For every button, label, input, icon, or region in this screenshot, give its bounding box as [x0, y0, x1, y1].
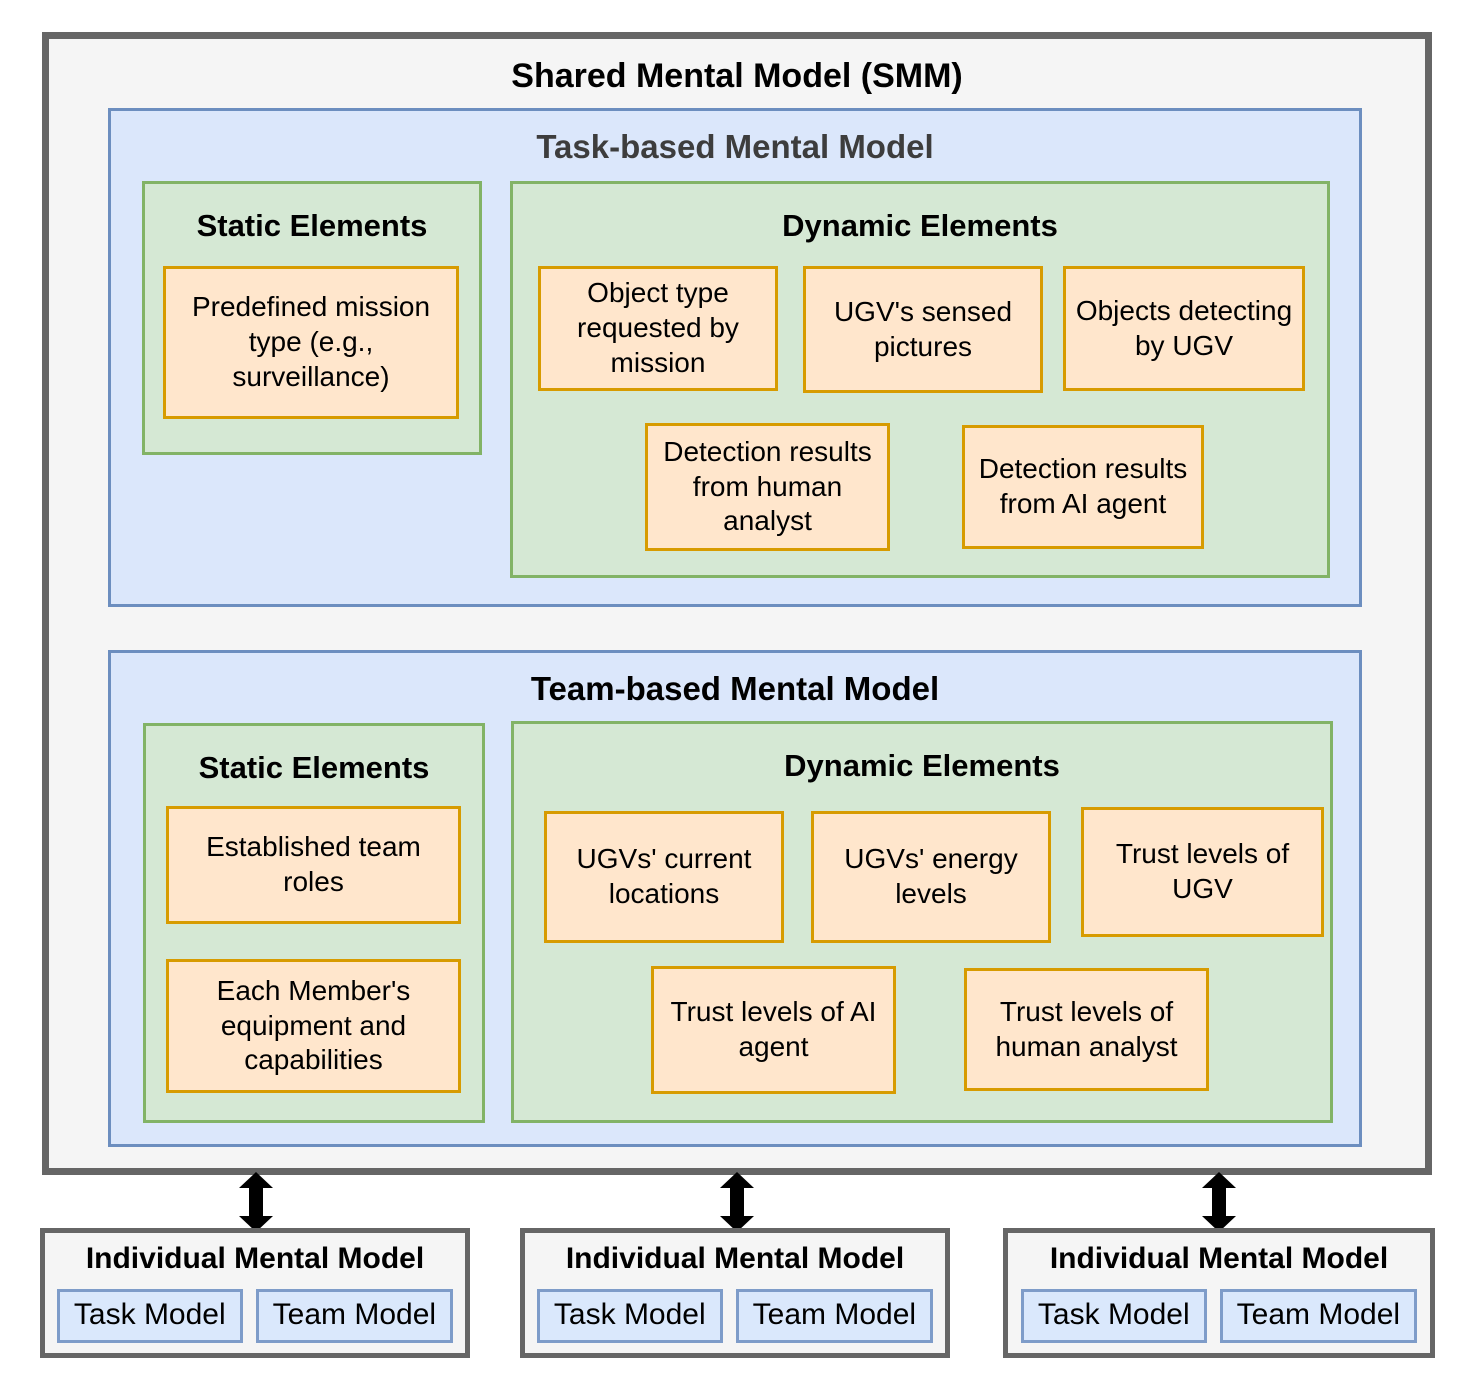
element-ugvs-energy-levels: UGVs' energy levels	[811, 811, 1051, 943]
task-based-section-title: Task-based Mental Model	[536, 128, 934, 165]
team-static-elements-panel: Static Elements Established team roles E…	[143, 723, 485, 1123]
individual-mental-model-box-3: Individual Mental Model Task Model Team …	[1003, 1228, 1435, 1358]
element-trust-levels-ugv: Trust levels of UGV	[1081, 807, 1324, 937]
element-established-team-roles: Established team roles	[166, 806, 461, 924]
individual-model-title: Individual Mental Model	[85, 1242, 425, 1275]
individual-model-chips: Task Model Team Model	[525, 1289, 945, 1343]
smm-container: Shared Mental Model (SMM) Task-based Men…	[42, 32, 1432, 1175]
element-detection-results-human: Detection results from human analyst	[645, 423, 890, 551]
element-trust-levels-human: Trust levels of human analyst	[964, 968, 1209, 1091]
element-member-equipment: Each Member's equipment and capabilities	[166, 959, 461, 1093]
team-based-section: Team-based Mental Model Static Elements …	[108, 650, 1362, 1147]
task-static-elements-panel: Static Elements Predefined mission type …	[142, 181, 482, 455]
element-ugv-sensed-pictures: UGV's sensed pictures	[803, 266, 1043, 393]
element-ugvs-current-locations: UGVs' current locations	[544, 811, 784, 943]
individual-model-title: Individual Mental Model	[1049, 1242, 1389, 1275]
team-dynamic-elements-panel: Dynamic Elements UGVs' current locations…	[511, 721, 1333, 1123]
smm-title: Shared Mental Model (SMM)	[511, 57, 963, 95]
team-model-chip: Team Model	[1219, 1289, 1418, 1343]
double-arrow-icon	[1202, 1172, 1236, 1232]
task-static-heading: Static Elements	[196, 208, 428, 243]
double-arrow-icon	[720, 1172, 754, 1232]
task-based-section: Task-based Mental Model Static Elements …	[108, 108, 1362, 607]
task-dynamic-heading: Dynamic Elements	[782, 208, 1058, 243]
individual-mental-model-box-2: Individual Mental Model Task Model Team …	[520, 1228, 950, 1358]
task-dynamic-elements-panel: Dynamic Elements Object type requested b…	[510, 181, 1330, 578]
element-predefined-mission-type: Predefined mission type (e.g., surveilla…	[163, 266, 459, 419]
element-object-type-requested: Object type requested by mission	[538, 266, 778, 391]
individual-model-title: Individual Mental Model	[565, 1242, 905, 1275]
individual-model-chips: Task Model Team Model	[45, 1289, 465, 1343]
element-trust-levels-ai: Trust levels of AI agent	[651, 966, 896, 1094]
team-dynamic-heading: Dynamic Elements	[784, 748, 1060, 783]
task-model-chip: Task Model	[536, 1289, 723, 1343]
team-static-heading: Static Elements	[198, 750, 430, 785]
double-arrow-icon	[239, 1172, 273, 1232]
individual-model-chips: Task Model Team Model	[1008, 1289, 1430, 1343]
team-based-section-title: Team-based Mental Model	[530, 670, 940, 707]
team-model-chip: Team Model	[255, 1289, 454, 1343]
task-model-chip: Task Model	[56, 1289, 243, 1343]
element-detection-results-ai: Detection results from AI agent	[962, 425, 1204, 549]
team-model-chip: Team Model	[735, 1289, 934, 1343]
task-model-chip: Task Model	[1020, 1289, 1207, 1343]
element-objects-detecting-by-ugv: Objects detecting by UGV	[1063, 266, 1305, 391]
individual-mental-model-box-1: Individual Mental Model Task Model Team …	[40, 1228, 470, 1358]
